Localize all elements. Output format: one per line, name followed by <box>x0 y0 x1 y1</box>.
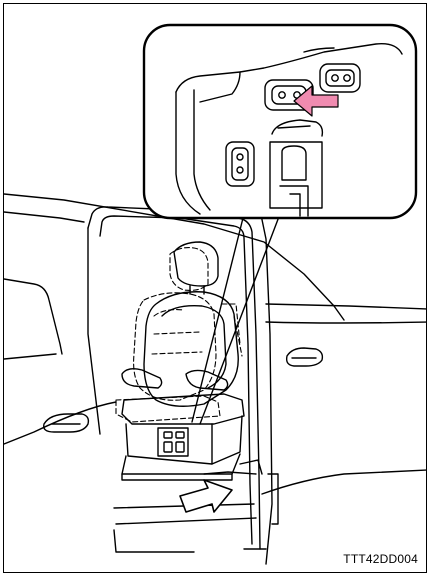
seat-moved-position-outline <box>116 248 242 422</box>
vehicle-seat-illustration <box>4 4 427 573</box>
seat <box>122 242 244 480</box>
seat-switch-panel <box>158 428 188 456</box>
step-area <box>114 460 262 524</box>
figure-frame: TTT42DD004 <box>3 3 427 573</box>
door-opening <box>88 207 278 564</box>
step-entry-arrow-icon <box>180 480 232 512</box>
front-door-handle <box>44 414 89 432</box>
detail-inset <box>144 25 416 218</box>
rear-door-handle <box>287 348 323 366</box>
figure-code: TTT42DD004 <box>343 552 418 566</box>
